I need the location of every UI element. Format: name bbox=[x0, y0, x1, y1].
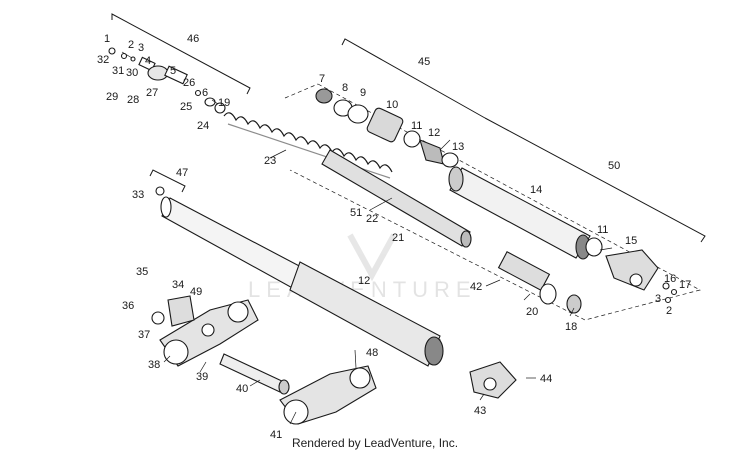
callout-39: 39 bbox=[196, 371, 208, 383]
steering-stem bbox=[219, 353, 290, 395]
callout-45: 45 bbox=[418, 56, 430, 68]
callout-19: 19 bbox=[218, 97, 230, 109]
callout-31: 31 bbox=[112, 65, 124, 77]
callout-32: 32 bbox=[97, 54, 109, 66]
callout-15: 15 bbox=[625, 235, 637, 247]
seal-ring bbox=[585, 237, 603, 257]
callout-16: 16 bbox=[664, 273, 676, 285]
callout-30: 30 bbox=[126, 67, 138, 79]
callout-51: 51 bbox=[350, 207, 362, 219]
fork-spring bbox=[223, 112, 393, 179]
callout-50: 50 bbox=[608, 160, 620, 172]
callout-3: 3 bbox=[138, 42, 144, 54]
callout-40: 40 bbox=[236, 383, 248, 395]
callout-33: 33 bbox=[132, 189, 144, 201]
fork-tube-upper bbox=[448, 166, 591, 260]
callout-labels: 1 32 2 3 31 30 4 5 29 28 27 26 6 25 24 1… bbox=[97, 33, 691, 441]
callout-17: 17 bbox=[679, 279, 691, 291]
callout-11: 11 bbox=[411, 120, 422, 132]
callout-47: 47 bbox=[176, 167, 188, 179]
callout-11b: 11 bbox=[597, 224, 608, 236]
callout-42: 42 bbox=[470, 281, 482, 293]
bracket-46 bbox=[111, 13, 251, 95]
callout-8: 8 bbox=[342, 82, 348, 94]
bracket-47 bbox=[149, 169, 186, 193]
callout-2: 2 bbox=[128, 39, 134, 51]
callout-6: 6 bbox=[202, 87, 208, 99]
callout-20: 20 bbox=[526, 306, 538, 318]
callout-23: 23 bbox=[264, 155, 276, 167]
callout-21: 21 bbox=[392, 232, 404, 244]
callout-28: 28 bbox=[127, 94, 139, 106]
leader-lines bbox=[121, 51, 613, 425]
callout-27: 27 bbox=[146, 87, 158, 99]
small-fasteners-right bbox=[662, 282, 678, 304]
callout-43: 43 bbox=[474, 405, 486, 417]
lower-triple-clamp bbox=[279, 365, 377, 425]
cap-nut bbox=[155, 186, 165, 196]
callout-24: 24 bbox=[197, 120, 209, 132]
bushing-set bbox=[315, 88, 459, 168]
callout-12: 12 bbox=[428, 127, 440, 139]
callout-3b: 3 bbox=[655, 293, 661, 305]
footer-credit: Rendered by LeadVenture, Inc. bbox=[291, 436, 459, 450]
callout-48: 48 bbox=[366, 347, 378, 359]
callout-34: 34 bbox=[172, 279, 184, 291]
callout-22: 22 bbox=[366, 213, 378, 225]
callout-7: 7 bbox=[319, 73, 325, 85]
callout-4: 4 bbox=[145, 55, 151, 67]
callout-35: 35 bbox=[136, 266, 148, 278]
bracket-50 bbox=[484, 117, 706, 243]
axle-bracket-right bbox=[605, 249, 659, 291]
callout-41: 41 bbox=[270, 429, 282, 441]
callout-38: 38 bbox=[148, 359, 160, 371]
callout-12b: 12 bbox=[358, 275, 370, 287]
upper-triple-clamp bbox=[159, 299, 259, 367]
callout-13: 13 bbox=[452, 141, 464, 153]
outer-fork-tube bbox=[160, 196, 444, 367]
bracket-45 bbox=[341, 38, 486, 119]
callout-36: 36 bbox=[122, 300, 134, 312]
callout-25: 25 bbox=[180, 101, 192, 113]
damper-rod bbox=[321, 149, 472, 248]
callout-29: 29 bbox=[106, 91, 118, 103]
dashed-group-outline bbox=[284, 83, 701, 321]
callout-14: 14 bbox=[530, 184, 542, 196]
callout-18: 18 bbox=[565, 321, 577, 333]
inner-piston bbox=[497, 251, 582, 314]
callout-37: 37 bbox=[138, 329, 150, 341]
callout-2b: 2 bbox=[666, 305, 672, 317]
callout-1: 1 bbox=[104, 33, 110, 45]
axle-clamp bbox=[469, 361, 517, 399]
bracket-34 bbox=[151, 295, 195, 327]
callout-5: 5 bbox=[170, 65, 176, 77]
callout-44: 44 bbox=[540, 373, 552, 385]
callout-26: 26 bbox=[183, 77, 195, 89]
callout-10: 10 bbox=[386, 99, 398, 111]
cap-assembly bbox=[108, 47, 226, 114]
callout-49: 49 bbox=[190, 286, 202, 298]
callout-46: 46 bbox=[187, 33, 199, 45]
callout-9: 9 bbox=[360, 87, 366, 99]
